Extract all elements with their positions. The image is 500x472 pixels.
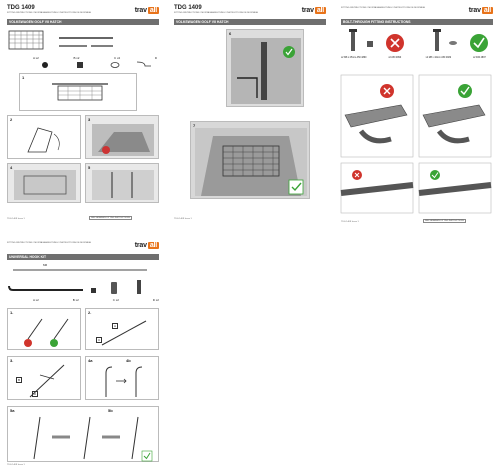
part-label: B x2 (73, 56, 80, 60)
header-text: FITTING INSTRUCTIONS / MONTAGEANLEITUNG … (7, 242, 92, 244)
instruction-sheet-2: TDG 1409 FITTING INSTRUCTIONS / MONTAGEA… (170, 3, 330, 231)
step-drawing (52, 83, 108, 101)
guard-grid-drawing (8, 30, 113, 50)
step-number: 3 (88, 117, 91, 122)
step-number: 2 (10, 117, 13, 122)
part-label: x2 M8 x 42mm A50 4829 (425, 57, 452, 59)
step-number: 1 (22, 75, 25, 80)
step-photo (195, 128, 307, 196)
step-panel: 5 (85, 163, 159, 203)
step-panel: 7 (190, 121, 310, 199)
step-panel: 4a 4b (85, 356, 159, 400)
rod-size-label: M6 (43, 263, 48, 267)
bolt-fitting-drawing-right (418, 74, 492, 158)
bolt-detail-right (418, 162, 492, 214)
step-number: 5a (10, 408, 15, 413)
sheet-title: TDG 1409 (174, 5, 202, 11)
step-panel: 1. (7, 308, 81, 350)
bolt-fitting-drawing-wrong (340, 74, 414, 158)
header-text: FITTING INSTRUCTIONS / MONTAGEANLEITUNG … (174, 12, 259, 14)
bolt-part-labels: x2 M8 x 25mm A50 4890 x2 A50 4890 x2 M8 … (341, 57, 493, 59)
bolt-parts-drawing (349, 29, 488, 52)
step-number: 4a (88, 358, 93, 363)
footer-text: TDG 1409 Issue 1 (174, 218, 192, 220)
step-photo (92, 124, 154, 156)
callout-label: B (16, 377, 23, 383)
callout-label: C (96, 337, 103, 343)
step-panel: 5a 5b (7, 406, 159, 462)
step-photo (14, 170, 76, 200)
section-band: BOLT-THROUGH FITTING INSTRUCTIONS (341, 19, 493, 25)
step-panel: 6 (226, 29, 304, 107)
footer-text: TDG 1409 Issue 1 (341, 221, 359, 223)
step-number: 4 (10, 165, 13, 170)
part-label: x2 M8 x 25mm A50 4890 (341, 57, 367, 59)
instruction-sheet-1: TDG 1409 FITTING INSTRUCTIONS / MONTAGEA… (3, 3, 163, 231)
step-number: 7 (193, 123, 196, 128)
step-panel: 4 (7, 163, 81, 203)
footer-note: SEE SEPARATE FITTING INSTRUCTIONS (423, 219, 466, 223)
step-drawing (33, 416, 153, 462)
sheet-title: TDG 1409 (7, 5, 35, 11)
part-label: A x2 (33, 298, 39, 302)
part-label: A x2 (33, 56, 39, 60)
step-number: 5 (88, 165, 91, 170)
part-label: x2 A50 4890 (388, 57, 402, 59)
step-drawing (24, 318, 69, 347)
footer-text: TDG 1409 Issue 1 (7, 218, 25, 220)
hook-kit-parts-drawing (8, 269, 147, 294)
section-band: UNIVERSAL HOOK KIT (7, 254, 159, 260)
step-number: 3. (10, 358, 14, 363)
step-number-secondary: 4b (126, 358, 131, 363)
part-label: D (154, 56, 157, 60)
hook-part-labels: A x2 B x2 C x2 D x2 (33, 298, 159, 302)
step-panel: 3 (85, 115, 159, 159)
step-photo (231, 38, 301, 104)
step-drawing (29, 364, 65, 398)
bolt-detail-wrong (340, 162, 414, 214)
instruction-sheet-4: FITTING INSTRUCTIONS / MONTAGEANLEITUNG … (3, 238, 163, 470)
instruction-sheet-3: FITTING INSTRUCTIONS / MONTAGEANLEITUNG … (337, 3, 497, 231)
parts-row: A x2 B x2 C x2 D (33, 56, 157, 64)
part-label: C x2 (114, 56, 121, 60)
step-panel: 3. B D (7, 356, 81, 400)
step-drawing (27, 127, 60, 153)
step-number-secondary: 5b (108, 408, 113, 413)
footer-text: TDG 1409 Issue 1 (7, 464, 25, 466)
part-label: C x2 (112, 298, 119, 302)
step-panel: 2 (7, 115, 81, 159)
step-photo (92, 170, 154, 200)
section-band: VOLKSWAGEN GOLF VII HATCH (7, 19, 159, 25)
header-text: FITTING INSTRUCTIONS / MONTAGEANLEITUNG … (341, 7, 426, 9)
step-number: 1. (10, 310, 14, 315)
step-panel: 2. A C (85, 308, 159, 350)
step-drawing (101, 320, 147, 346)
section-band: VOLKSWAGEN GOLF VII HATCH (174, 19, 326, 25)
step-number: 2. (88, 310, 92, 315)
callout-label: A (112, 323, 119, 329)
part-label: x2 A50 4897 (472, 57, 486, 59)
header-text: FITTING INSTRUCTIONS / MONTAGEANLEITUNG … (7, 12, 92, 14)
footer-note: SEE SEPARATE FITTING INSTRUCTIONS (89, 216, 132, 220)
step-drawing (105, 366, 143, 397)
step-panel: 1 (19, 73, 137, 111)
step-number: 6 (229, 31, 232, 36)
part-label: B x2 (72, 298, 79, 302)
parts-drawing (42, 61, 151, 68)
part-label: D x2 (152, 298, 159, 302)
